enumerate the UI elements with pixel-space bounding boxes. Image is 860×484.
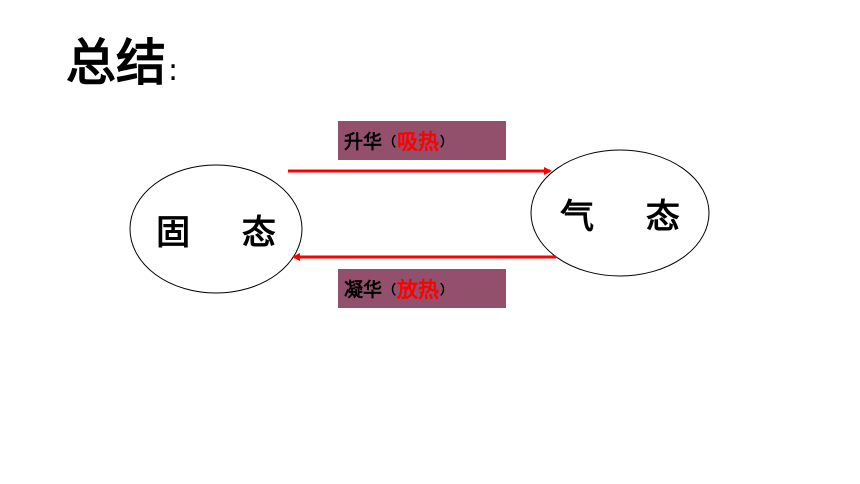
solid-state-label: 固 态: [130, 165, 302, 293]
slide-title: 总结:: [66, 38, 178, 88]
deposition-name: 凝华: [344, 279, 383, 301]
deposition-close-paren: ）: [440, 283, 454, 298]
deposition-label: 凝华 （ 放热 ）: [338, 269, 506, 308]
gas-state-ellipse: [530, 149, 710, 277]
solid-state-ellipse: [129, 164, 303, 294]
sublimation-open-paren: （: [383, 135, 397, 150]
solid-state-text: 固 态: [156, 212, 296, 253]
sublimation-name: 升华: [344, 131, 383, 153]
sublimation-heat: 吸热: [397, 129, 440, 154]
title-text: 总结: [66, 34, 166, 92]
title-colon: :: [168, 53, 179, 88]
gas-state-label: 气 态: [531, 150, 709, 276]
gas-state-text: 气 态: [560, 196, 700, 237]
sublimation-label: 升华 （ 吸热 ）: [338, 121, 506, 160]
deposition-heat: 放热: [397, 277, 440, 302]
sublimation-close-paren: ）: [440, 135, 454, 150]
deposition-open-paren: （: [383, 283, 397, 298]
